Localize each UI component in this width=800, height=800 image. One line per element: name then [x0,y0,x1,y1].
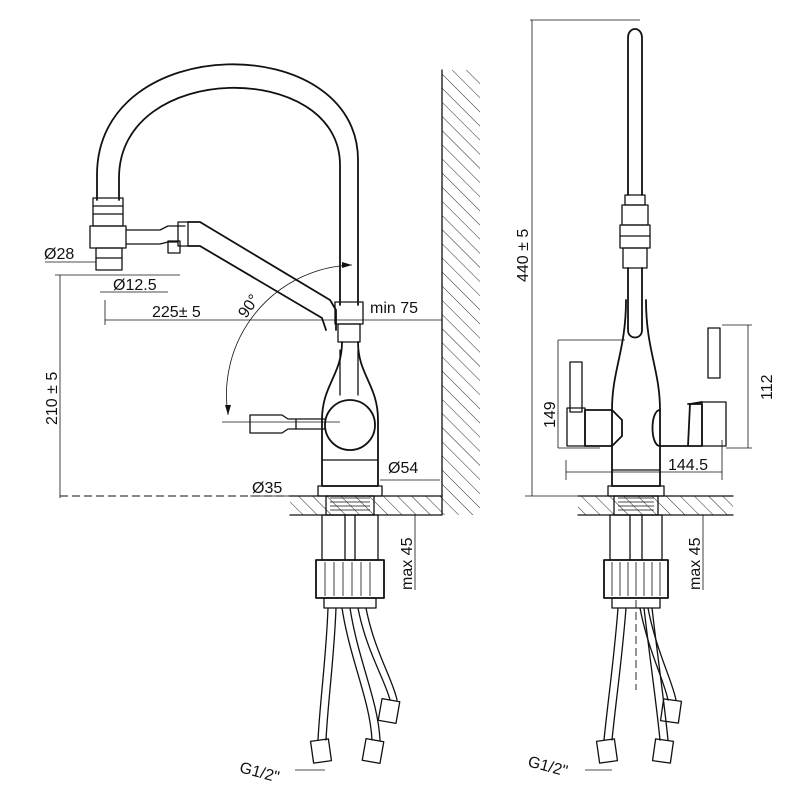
wall [441,69,480,516]
countertop [289,495,443,516]
dim-max-deck-thickness-side: max 45 [399,537,416,590]
front-hoses [595,600,683,764]
base-flange [317,485,383,561]
dim-connector-thread-front: G1/2" [526,754,569,781]
dim-left-handle-height: 149 [542,401,559,428]
dim-swivel-angle: 90° [235,292,263,322]
spout-connector [125,221,189,254]
dim-spout-ring-diameter: Ø28 [44,246,74,263]
front-view: 440 ± 5 149 112 144.5 max 45 G1/2" [515,19,776,781]
dim-right-handle-height: 112 [759,374,776,400]
dim-handle-span: 144.5 [668,457,708,474]
dim-aerator-diameter: Ø12.5 [113,277,157,294]
dim-wall-clearance: min 75 [370,300,418,317]
spout-head [89,197,127,271]
front-body [611,299,661,487]
dim-mount-hole-diameter: Ø35 [252,480,282,497]
dim-spout-reach: 225± 5 [152,304,201,321]
swivel-arm [187,221,337,331]
dim-max-deck-thickness-front: max 45 [687,537,704,590]
spout-arc [96,63,359,306]
dim-total-height: 440 ± 5 [515,229,532,282]
front-right-handle [651,327,727,447]
front-dimension-lines [525,19,752,771]
front-spout [619,28,651,339]
front-countertop [577,495,734,516]
handle-lever [249,414,326,434]
front-base [603,485,669,609]
side-view: Ø28 Ø12.5 225± 5 90° min 75 210 ± 5 Ø54 … [44,63,480,786]
side-dimension-lines [45,261,442,771]
dim-body-diameter: Ø54 [388,460,418,477]
flexible-hoses [309,607,401,765]
front-left-handle [566,361,623,447]
mounting-nut [315,559,385,609]
dim-spout-height: 210 ± 5 [44,372,61,425]
dim-connector-thread-side: G1/2" [238,759,281,786]
body [321,301,379,487]
